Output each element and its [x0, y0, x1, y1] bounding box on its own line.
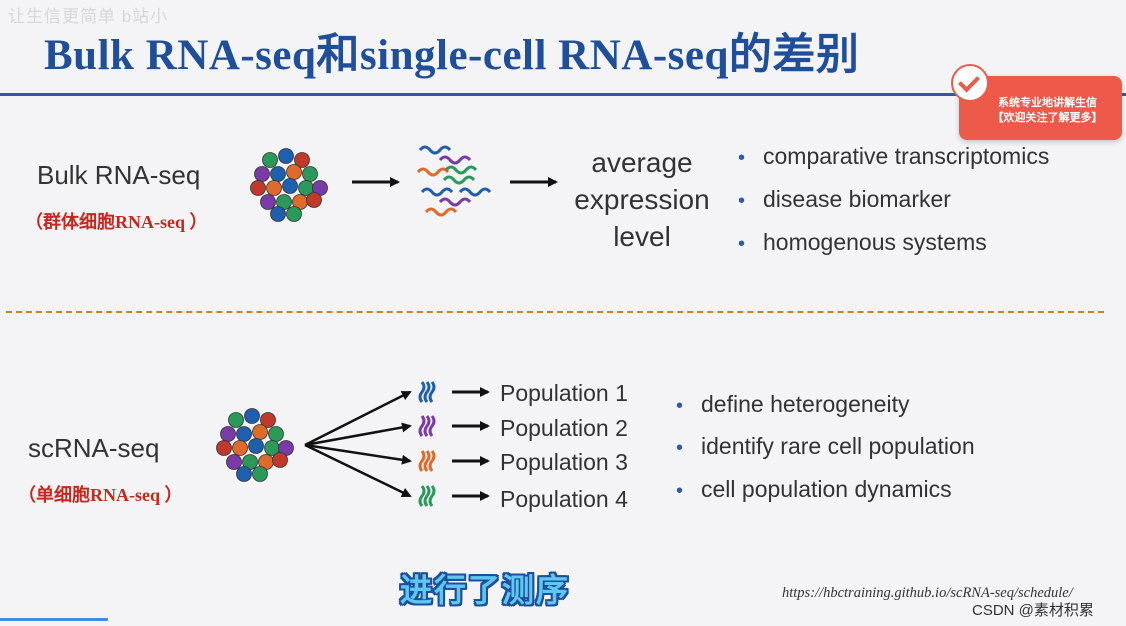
cell-dot	[254, 166, 270, 182]
cell-dot	[244, 408, 260, 424]
cell-dot	[294, 152, 310, 168]
population-rna-icon	[423, 415, 431, 437]
title-underline	[0, 93, 1126, 96]
population-rna-icon	[418, 485, 426, 507]
branch-arrows-icon	[304, 390, 412, 498]
cell-dot	[220, 426, 236, 442]
population-rna-icon	[428, 381, 436, 403]
population-1-label: Population 1	[500, 380, 628, 406]
cell-dot	[260, 412, 276, 428]
cell-dot	[216, 440, 232, 456]
video-subtitle: 进行了测序	[400, 572, 571, 608]
population-3-label: Population 3	[500, 449, 628, 475]
check-icon	[951, 64, 989, 102]
population-rna-icon	[418, 381, 426, 403]
bulk-bullet-3: homogenous systems	[738, 229, 987, 256]
population-4-label: Population 4	[500, 486, 628, 512]
badge-line-2: 【欢迎关注了解更多】	[992, 112, 1103, 124]
cell-dot	[248, 438, 264, 454]
cell-dot	[226, 454, 242, 470]
sc-bullet-1: define heterogeneity	[676, 391, 909, 418]
cell-dot	[232, 440, 248, 456]
result-line-3: level	[613, 221, 671, 252]
rna-strand	[444, 165, 478, 175]
average-expression-text: average expression level	[562, 144, 722, 255]
cell-dot	[252, 466, 268, 482]
bulk-bullet-2: disease biomarker	[738, 186, 951, 213]
progress-bar	[0, 618, 108, 621]
section-divider	[6, 311, 1104, 313]
population-rna-icon	[428, 415, 436, 437]
cell-dot	[228, 412, 244, 428]
cell-dot	[306, 192, 322, 208]
rna-strand	[416, 167, 450, 177]
cell-dot	[282, 178, 298, 194]
population-rna-icon	[418, 450, 426, 472]
bulk-bullet-1: comparative transcriptomics	[738, 143, 1049, 170]
bulk-label: Bulk RNA-seq	[37, 160, 201, 190]
csdn-watermark: CSDN @素材积累	[972, 602, 1094, 619]
sc-cell-cluster-icon	[216, 408, 294, 482]
rna-strand	[420, 187, 454, 197]
bulk-sublabel: （群体细胞RNA-seq ）	[25, 212, 208, 232]
population-rna-icon	[423, 381, 431, 403]
slide-title: Bulk RNA-seq和single-cell RNA-seq的差别	[44, 32, 860, 79]
population-rna-icon	[428, 485, 436, 507]
source-url[interactable]: https://hbctraining.github.io/scRNA-seq/…	[782, 585, 1073, 601]
rna-strand	[438, 155, 472, 165]
rna-strand	[438, 197, 472, 207]
rna-strand	[442, 175, 476, 185]
rna-strand	[458, 187, 492, 197]
cell-dot	[272, 452, 288, 468]
cell-dot	[250, 180, 266, 196]
cell-dot	[252, 424, 268, 440]
cell-dot	[260, 194, 276, 210]
cell-dot	[268, 426, 284, 442]
cell-dot	[262, 152, 278, 168]
cell-dot	[278, 148, 294, 164]
rna-strand	[418, 145, 452, 155]
badge-line-1: 系统专业地讲解生信	[998, 97, 1097, 109]
population-rna-icon	[428, 450, 436, 472]
result-line-2: expression	[574, 184, 710, 215]
cell-dot	[270, 206, 286, 222]
population-rna-icon	[423, 450, 431, 472]
cell-dot	[236, 466, 252, 482]
sc-label: scRNA-seq	[28, 433, 160, 463]
cell-dot	[270, 166, 286, 182]
sc-bullet-2: identify rare cell population	[676, 433, 975, 460]
population-2-label: Population 2	[500, 415, 628, 441]
sc-bullet-3: cell population dynamics	[676, 476, 952, 503]
cell-dot	[302, 166, 318, 182]
bulk-cell-cluster-icon	[250, 148, 328, 222]
cell-dot	[266, 180, 282, 196]
cell-dot	[286, 206, 302, 222]
population-rna-icon	[418, 415, 426, 437]
population-rna-icon	[423, 485, 431, 507]
watermark-text: 让生信更简单 b站小	[8, 7, 169, 26]
sc-sublabel: （单细胞RNA-seq ）	[18, 485, 183, 505]
cell-dot	[236, 426, 252, 442]
rna-mix-icon	[416, 145, 492, 217]
rna-strand	[424, 207, 458, 217]
cell-dot	[286, 164, 302, 180]
promo-badge[interactable]: 系统专业地讲解生信 【欢迎关注了解更多】	[951, 64, 1122, 140]
result-line-1: average	[591, 147, 693, 178]
